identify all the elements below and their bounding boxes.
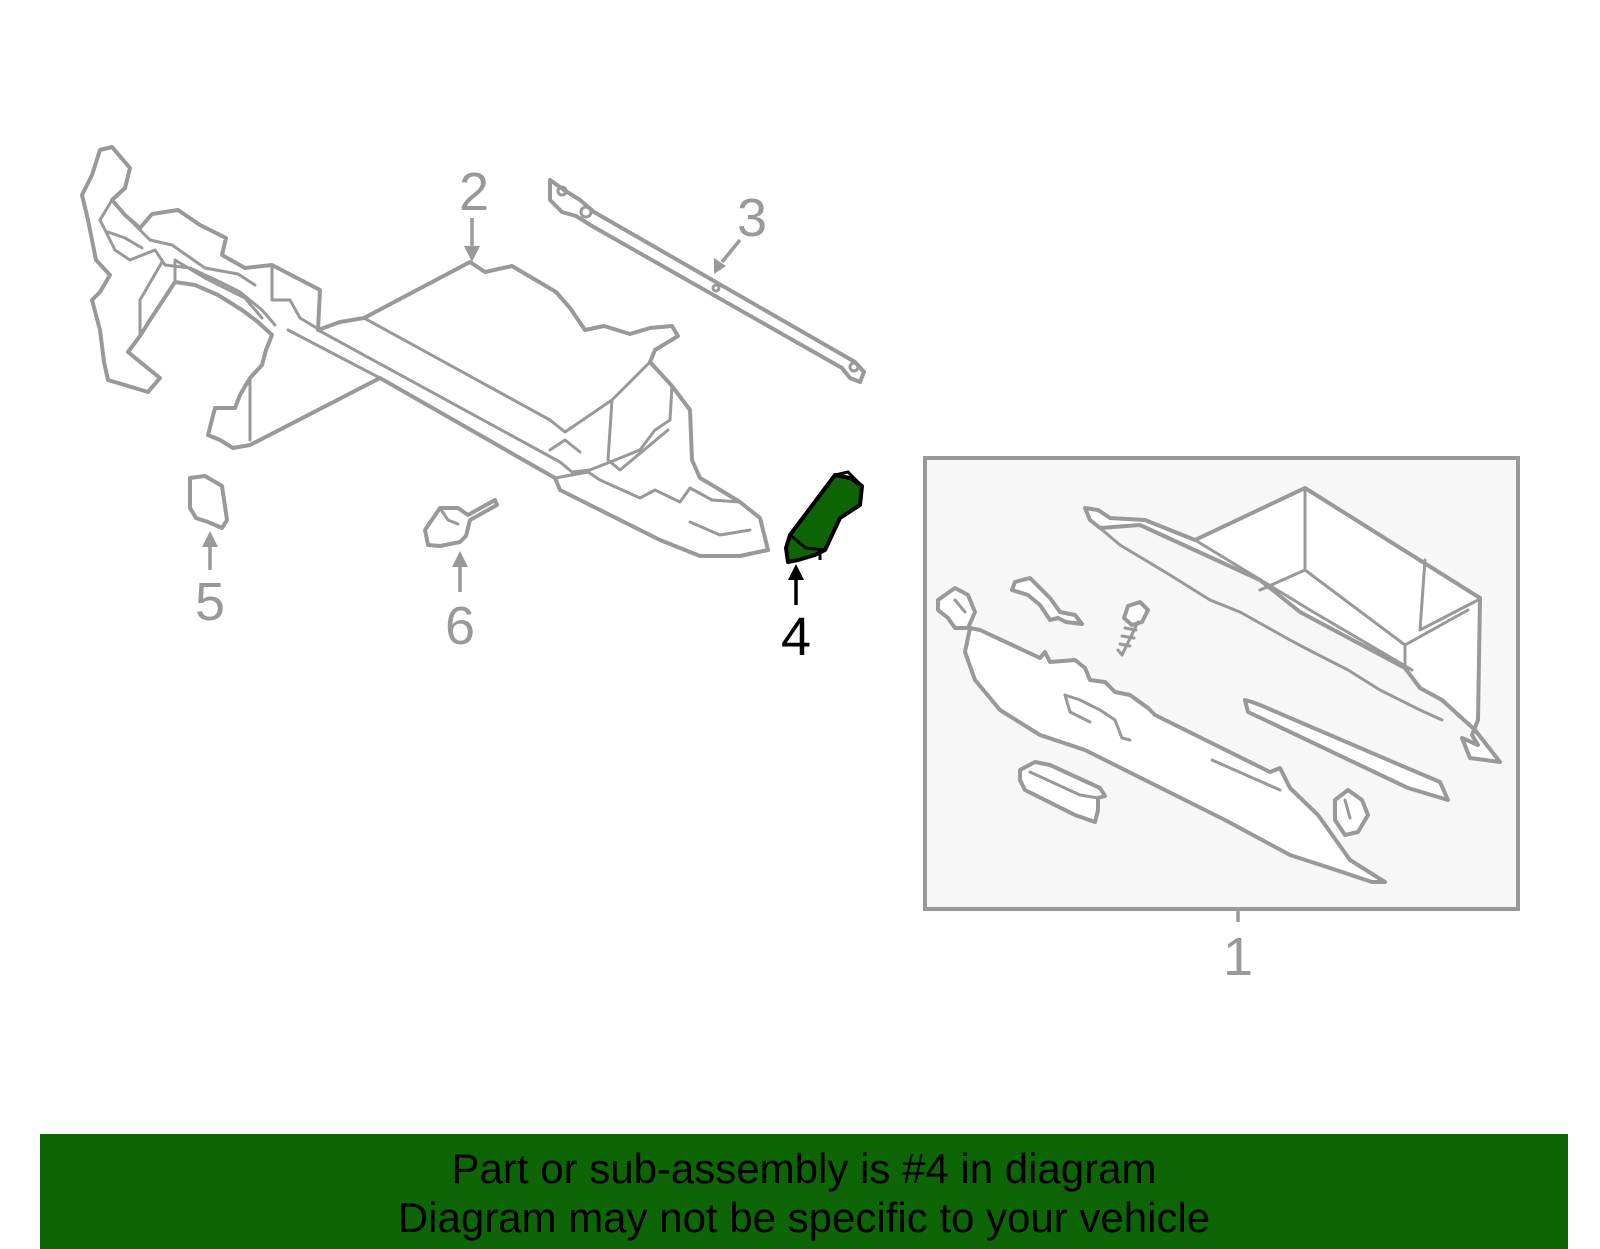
callout-5: 5 <box>195 531 225 632</box>
part-5-clip <box>188 474 229 530</box>
part-6-bumper <box>423 498 499 548</box>
callout-6: 6 <box>445 551 475 656</box>
part-2-bracket <box>80 145 770 558</box>
callout-3-label: 3 <box>737 188 767 248</box>
callout-3: 3 <box>714 188 767 274</box>
info-banner: Part or sub-assembly is #4 in diagram Di… <box>40 1134 1568 1249</box>
callout-4-label: 4 <box>781 607 811 667</box>
part-3-strip <box>548 178 866 384</box>
banner-line-2: Diagram may not be specific to your vehi… <box>397 1194 1211 1241</box>
callout-6-label: 6 <box>445 596 475 656</box>
banner-line-1: Part or sub-assembly is #4 in diagram <box>451 1145 1157 1192</box>
part-1-box <box>923 456 1520 911</box>
callout-2: 2 <box>459 162 489 262</box>
screw <box>1116 600 1150 657</box>
callout-1: 1 <box>1223 910 1253 987</box>
callout-5-label: 5 <box>195 572 225 632</box>
callout-4[interactable]: 4 <box>781 564 811 667</box>
callout-2-label: 2 <box>459 162 489 222</box>
part-4-highlighted[interactable] <box>784 470 864 564</box>
callout-1-label: 1 <box>1223 927 1253 987</box>
